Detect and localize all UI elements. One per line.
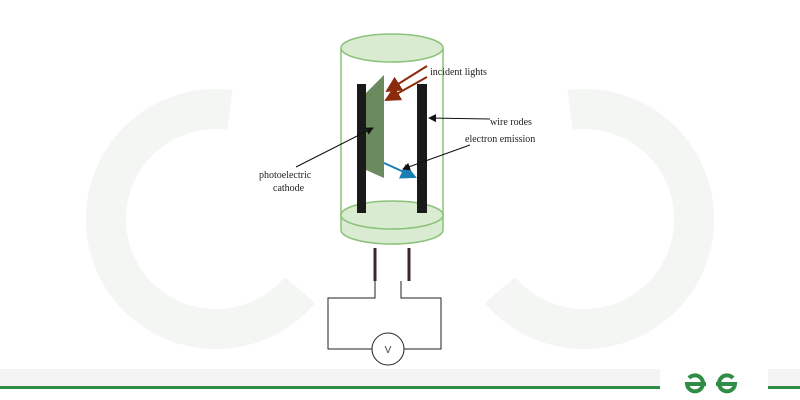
wire-rodes-label: wire rodes xyxy=(490,117,532,128)
voltmeter-label: V xyxy=(385,345,392,356)
electron-arrow xyxy=(383,162,417,179)
photoelectric-cathode-plate xyxy=(366,75,384,178)
left-wire-rod xyxy=(357,84,366,213)
incident-light-arrow-2 xyxy=(384,76,428,101)
cathode-pointer xyxy=(295,127,374,168)
cathode-label-line1: photoelectric xyxy=(259,170,312,181)
gfg-logo xyxy=(684,373,738,394)
watermark-logo xyxy=(85,89,715,350)
cathode-label-line2: cathode xyxy=(273,183,305,194)
circuit-wire xyxy=(327,281,442,350)
electron-emission-pointer xyxy=(402,144,471,171)
footer-band xyxy=(0,369,800,387)
voltmeter xyxy=(371,332,405,366)
right-wire-rod xyxy=(417,84,427,213)
footer-green-line xyxy=(0,386,800,389)
wire-rodes-pointer xyxy=(428,114,491,123)
incident-lights-label: incident lights xyxy=(430,67,487,78)
glass-tube xyxy=(340,33,444,245)
electron-emission-label: electron emission xyxy=(465,134,535,145)
